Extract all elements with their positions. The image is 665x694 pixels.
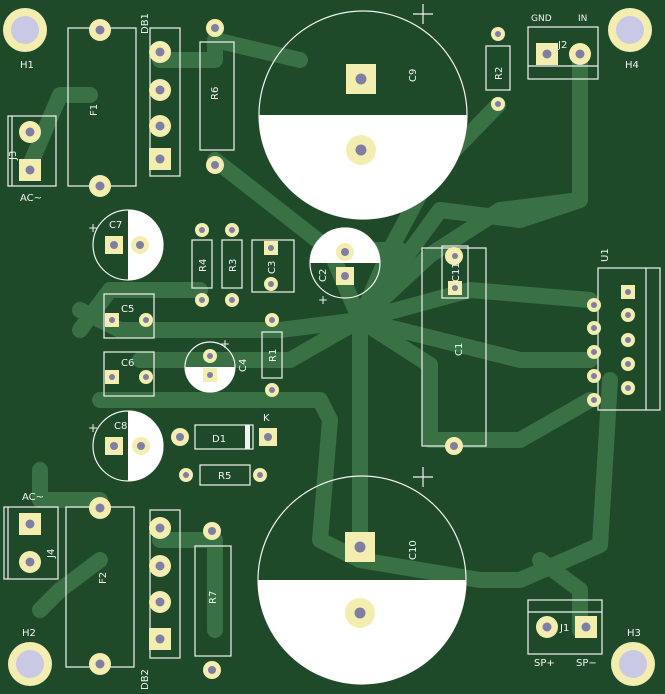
label-c10: C10 <box>408 540 419 560</box>
label-r5: R5 <box>218 471 231 482</box>
label-h2: H2 <box>22 628 36 639</box>
label-h1: H1 <box>20 60 34 71</box>
label-k: K <box>263 413 270 424</box>
label-r1: R1 <box>268 349 279 362</box>
connector-j3 <box>7 115 57 187</box>
label-c9: C9 <box>408 69 419 82</box>
capacitor-c2 <box>309 227 381 299</box>
capacitor-c8 <box>92 410 164 482</box>
capacitor-c3 <box>251 239 295 293</box>
label-h3: H3 <box>627 628 641 639</box>
label-f2: F2 <box>98 572 109 584</box>
label-c2-plus: + <box>318 293 328 307</box>
label-j1: J1 <box>559 623 569 634</box>
resistor-r7 <box>194 522 232 679</box>
label-j2: J2 <box>557 40 567 51</box>
label-c4-plus: + <box>220 337 230 351</box>
copper-traces <box>22 32 618 638</box>
label-r7: R7 <box>208 591 219 604</box>
label-c8: C8 <box>114 421 127 432</box>
fuse-f1 <box>67 19 137 197</box>
bridge-db1 <box>149 27 181 177</box>
ic-u1 <box>587 267 661 411</box>
label-u1: U1 <box>600 248 611 262</box>
fuse-f2 <box>65 497 135 675</box>
label-c11: C11 <box>451 262 462 282</box>
capacitor-c11 <box>441 245 469 299</box>
label-h4: H4 <box>625 60 639 71</box>
label-db2: DB2 <box>140 669 151 690</box>
label-sp-minus: SP− <box>576 658 597 669</box>
mounting-holes <box>3 8 655 686</box>
resistor-r3 <box>221 223 243 307</box>
resistor-r1 <box>261 313 283 397</box>
label-db1: DB1 <box>140 13 151 34</box>
resistor-r4 <box>191 223 213 307</box>
label-c5: C5 <box>121 304 134 315</box>
capacitor-c5 <box>103 293 155 339</box>
label-f1: F1 <box>89 104 100 116</box>
label-d1: D1 <box>212 434 226 445</box>
label-c7: C7 <box>109 220 122 231</box>
bridge-db2 <box>149 509 181 659</box>
label-sp-plus: SP+ <box>534 658 555 669</box>
label-r2: R2 <box>494 67 505 80</box>
capacitor-c9 <box>258 4 468 220</box>
label-r3: R3 <box>228 259 239 272</box>
label-r6: R6 <box>210 87 221 100</box>
label-c2: C2 <box>318 269 329 282</box>
connector-j1 <box>527 599 603 655</box>
label-c1: C1 <box>454 343 465 356</box>
capacitor-c6 <box>103 351 155 397</box>
resistor-r6 <box>199 19 235 174</box>
label-c3: C3 <box>267 261 278 274</box>
label-c6: C6 <box>121 358 134 369</box>
label-ac-top: AC~ <box>20 193 42 204</box>
label-c4: C4 <box>238 359 249 372</box>
label-r4: R4 <box>198 259 209 272</box>
diode-d1 <box>171 424 277 450</box>
label-gnd: GND <box>531 14 552 24</box>
connector-j4 <box>3 506 59 580</box>
label-ac-bottom: AC~ <box>22 492 44 503</box>
resistor-r5 <box>179 464 267 486</box>
capacitor-c10 <box>257 467 467 685</box>
connector-j2 <box>527 26 599 80</box>
label-j4: J4 <box>46 549 57 559</box>
label-c7-plus: + <box>88 221 98 235</box>
label-c8-plus: + <box>88 421 98 435</box>
label-in: IN <box>578 14 587 24</box>
label-j3: J3 <box>8 151 19 161</box>
capacitor-c4 <box>184 341 236 393</box>
capacitor-c7 <box>92 209 164 281</box>
resistor-r2 <box>485 27 511 111</box>
